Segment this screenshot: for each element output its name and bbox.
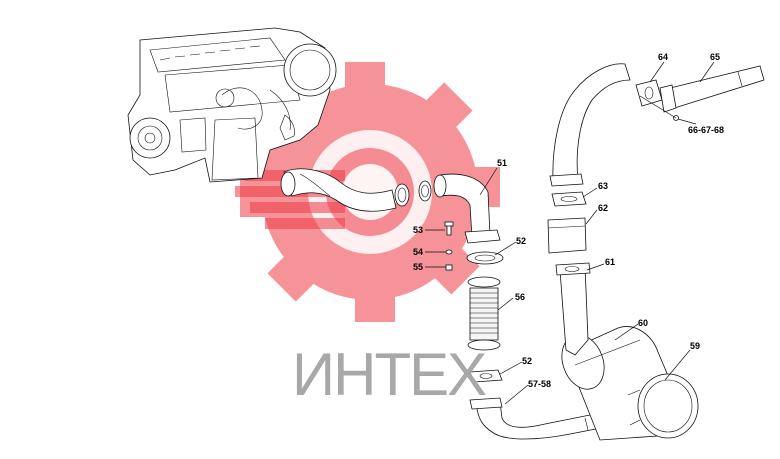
- engine-block: [127, 27, 337, 183]
- callout-64: 64: [658, 52, 668, 62]
- washer-54: [445, 249, 453, 255]
- callout-59: 59: [690, 341, 700, 351]
- gasket-52-upper: [466, 251, 504, 265]
- nut-55: [445, 264, 453, 271]
- callout-53: 53: [413, 225, 423, 235]
- gasket-52-lower: [469, 369, 503, 383]
- front-exhaust-pipe: [280, 168, 397, 212]
- clamp-62: [547, 217, 587, 254]
- callout-55: 55: [413, 262, 423, 272]
- bolt-53: [444, 221, 454, 236]
- callout-52-upper: 52: [516, 236, 526, 246]
- callout-51: 51: [497, 158, 507, 168]
- leader-lines: [425, 61, 715, 405]
- callout-54: 54: [413, 247, 423, 257]
- callout-62: 62: [598, 203, 608, 213]
- pipe-clamps: [394, 180, 432, 207]
- gasket-63: [551, 191, 587, 207]
- callout-66-67-68: 66-67-68: [688, 125, 724, 135]
- upper-curved-pipe: [549, 63, 631, 187]
- callout-56: 56: [515, 292, 525, 302]
- callout-57-58: 57-58: [528, 379, 551, 389]
- gasket-64: [635, 79, 663, 107]
- vertical-pipe-61: [555, 262, 591, 356]
- callout-65: 65: [710, 52, 720, 62]
- muffler-end-59: [627, 373, 699, 439]
- bolts-66-67-68: [639, 95, 679, 121]
- elbow-pipe-51: [433, 173, 501, 244]
- tail-pipe-65: [659, 65, 765, 113]
- callout-63: 63: [598, 181, 608, 191]
- pipe-57-58: [469, 397, 633, 440]
- flex-pipe-56: [467, 276, 501, 351]
- callout-60: 60: [638, 318, 648, 328]
- callout-52-lower: 52: [522, 356, 532, 366]
- watermark-text: ИНТЕХ: [292, 341, 486, 408]
- callout-61: 61: [605, 257, 615, 267]
